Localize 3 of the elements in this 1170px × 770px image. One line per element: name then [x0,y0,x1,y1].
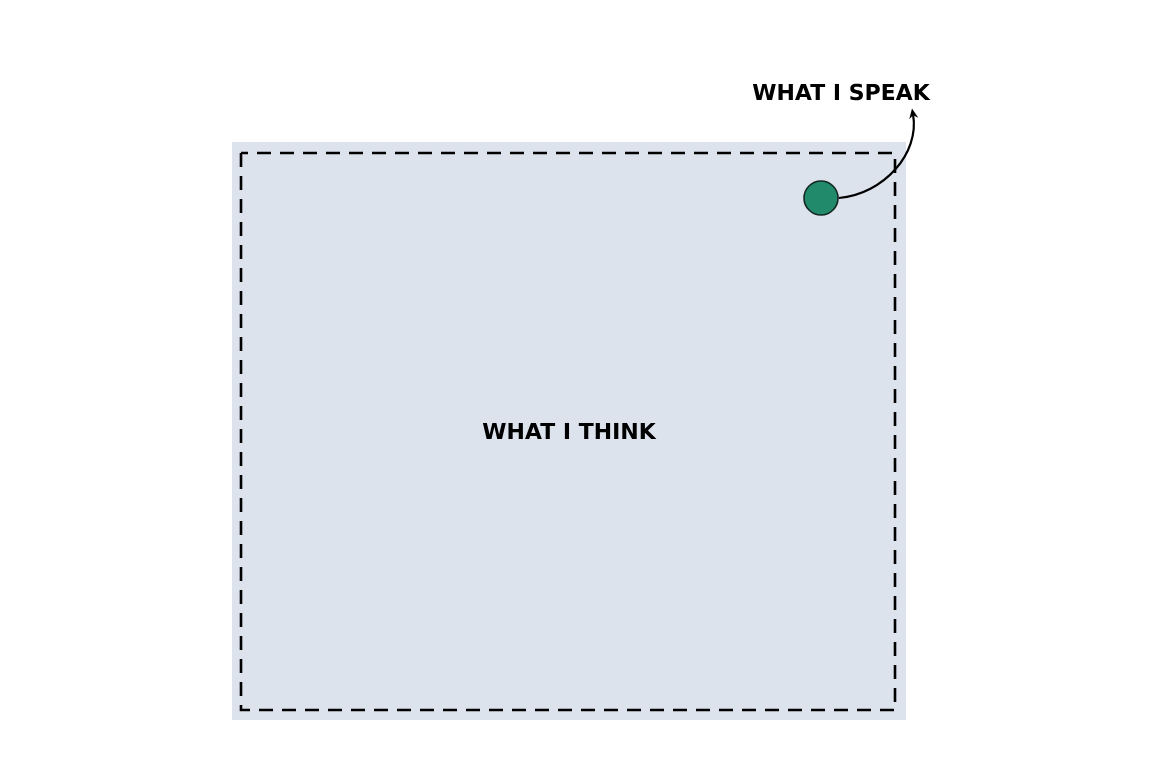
speech-dot [803,180,839,216]
speech-label: WHAT I SPEAK [752,83,931,101]
thought-area: WHAT I THINK [232,142,906,720]
